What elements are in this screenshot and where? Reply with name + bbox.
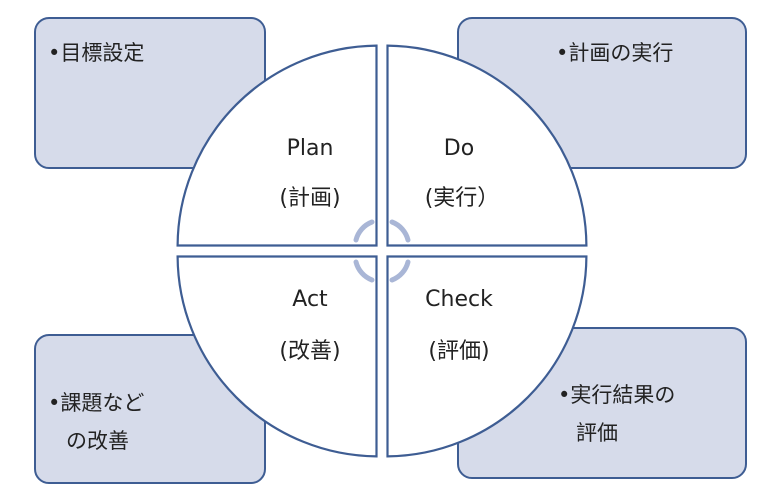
check-title: Check <box>425 287 493 312</box>
act-subtitle: (改善) <box>279 339 340 364</box>
box-bottom-right-line2: 評価 <box>576 421 618 445</box>
plan-title: Plan <box>287 136 334 161</box>
circular-arrows-icon <box>353 219 411 283</box>
box-top-right-text: •計画の実行 <box>556 41 673 65</box>
cycle-circle <box>176 44 588 458</box>
plan-subtitle: (計画) <box>279 186 340 211</box>
box-bottom-left-line1: •課題など <box>48 391 144 415</box>
check-subtitle: (評価) <box>428 339 489 364</box>
act-title: Act <box>292 287 328 312</box>
box-bottom-right-line1: •実行結果の <box>558 383 675 407</box>
do-subtitle: (実行） <box>425 186 500 211</box>
quadrant-act <box>176 255 378 458</box>
quadrant-plan <box>176 44 378 247</box>
do-title: Do <box>444 136 474 161</box>
box-top-left-text: •目標設定 <box>48 41 144 65</box>
box-bottom-left-line2: の改善 <box>66 429 129 453</box>
quadrant-check <box>386 255 588 458</box>
box-bottom-left: •課題など の改善 <box>34 334 266 484</box>
quadrant-do <box>386 44 588 247</box>
